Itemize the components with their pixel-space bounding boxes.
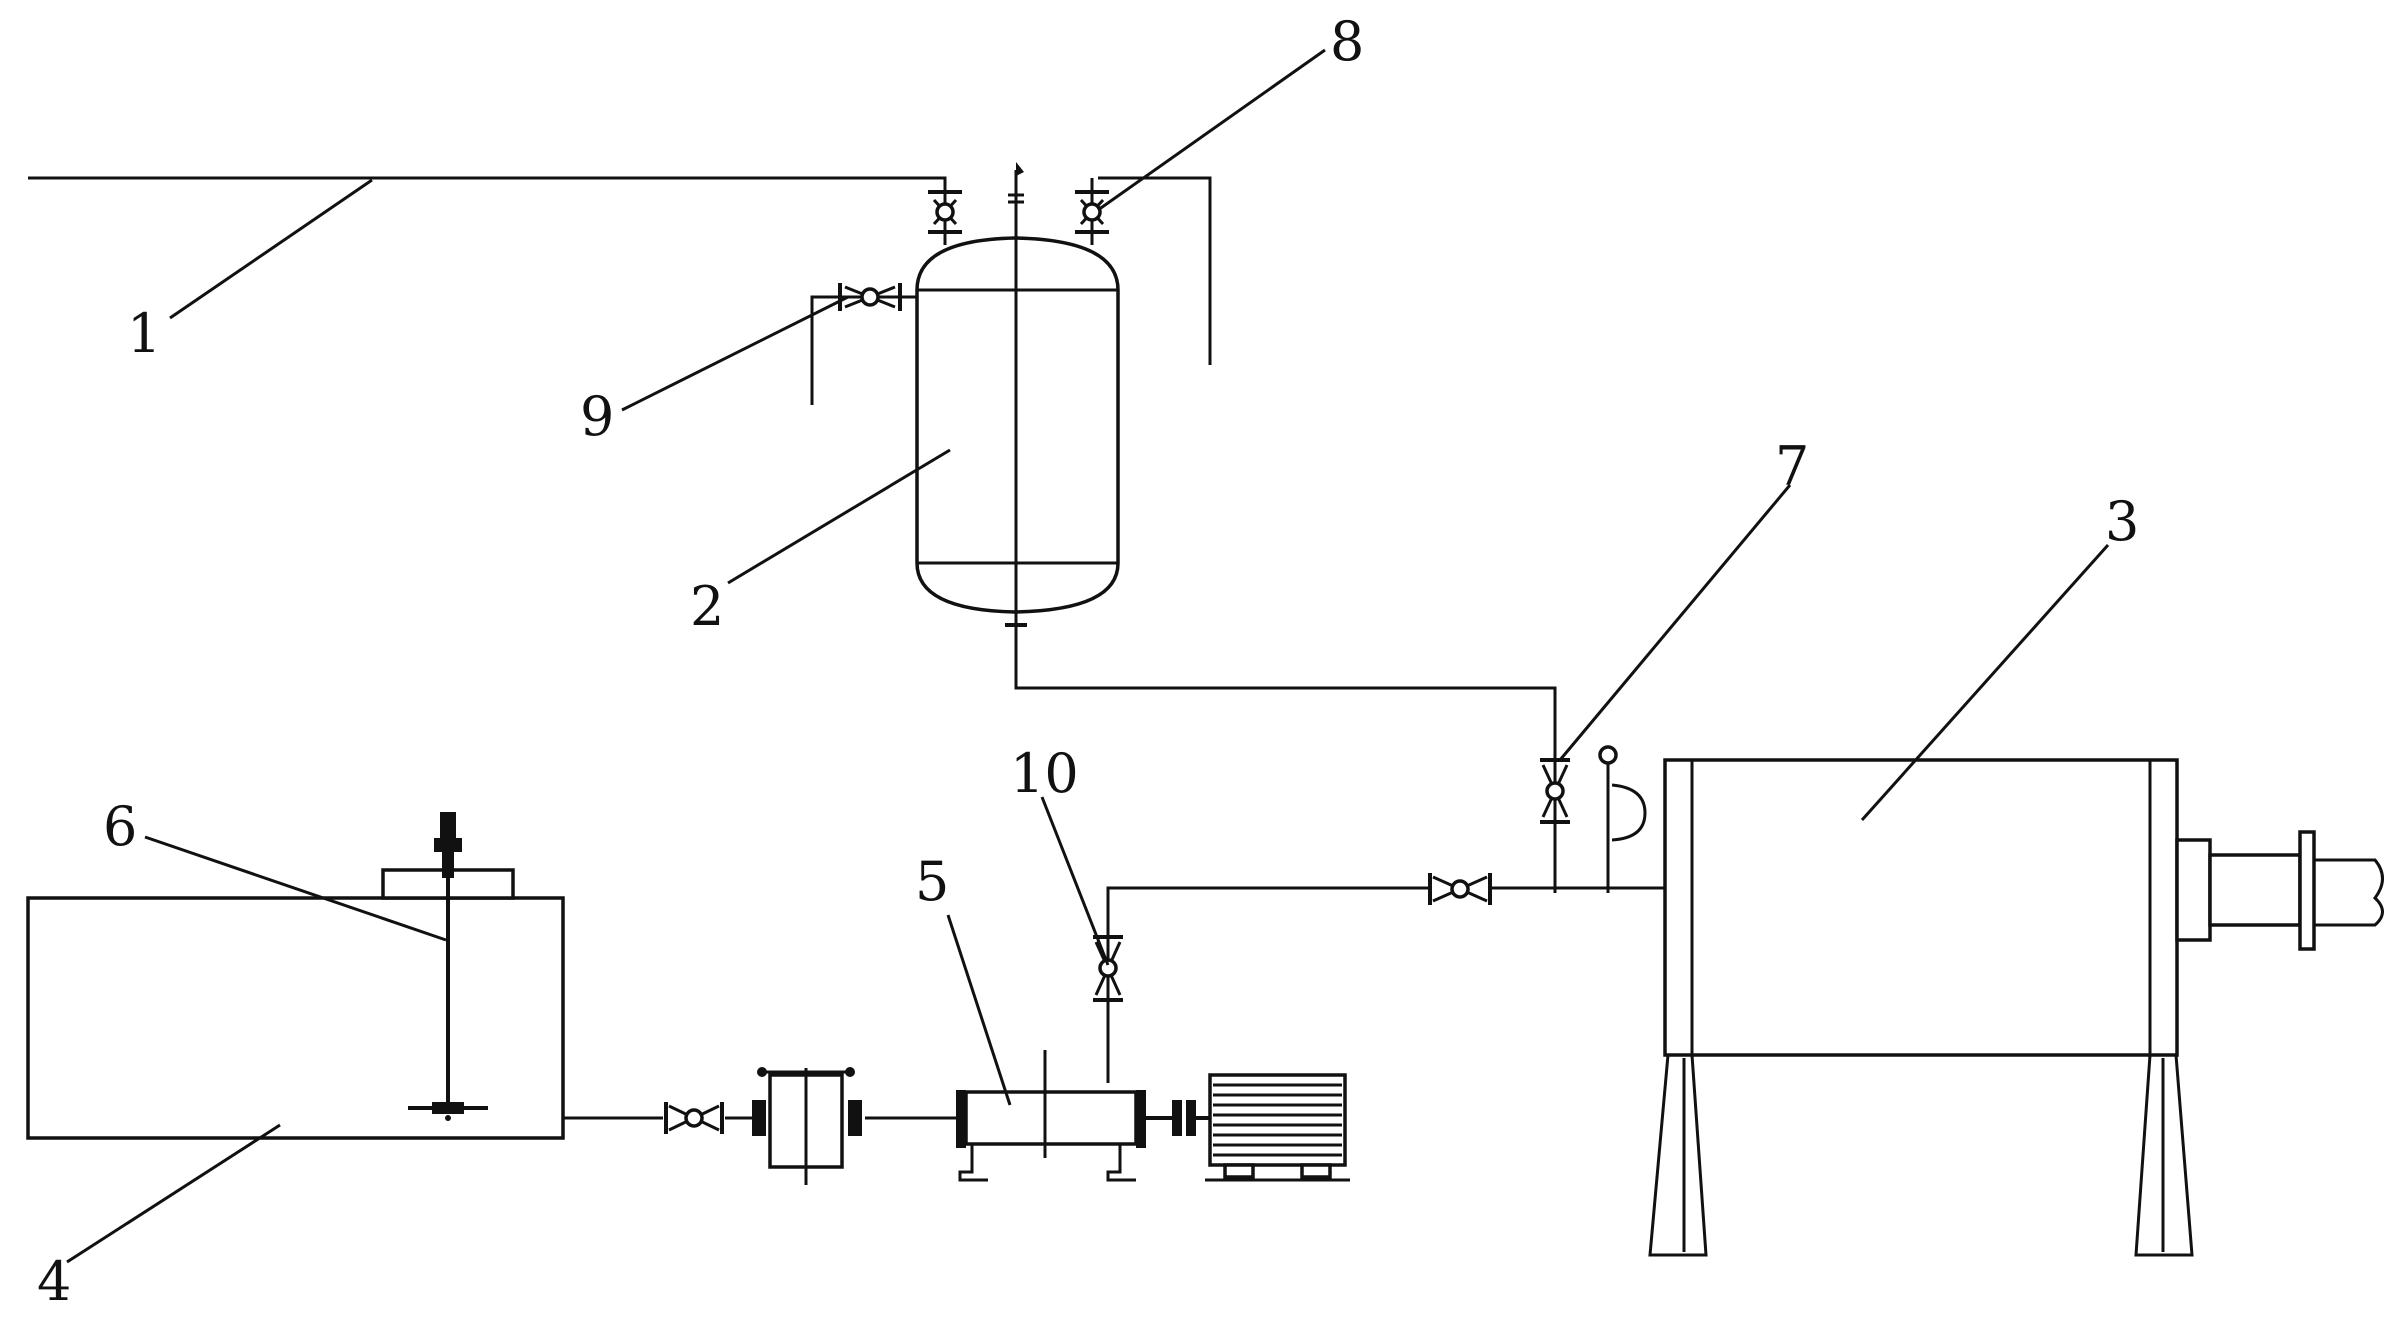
label-2: 2 <box>690 575 724 638</box>
feed-line <box>1106 886 1665 1083</box>
pump <box>956 1050 1210 1182</box>
supply-line <box>28 176 1212 365</box>
label-1: 1 <box>127 302 161 365</box>
drain-valve-9 <box>810 283 917 405</box>
label-6: 6 <box>103 795 137 858</box>
label-3: 3 <box>2105 490 2139 553</box>
ball-mill <box>1648 758 2384 1257</box>
label-4: 4 <box>37 1250 71 1313</box>
label-9: 9 <box>580 385 614 448</box>
pressure-gauge <box>1598 745 1647 893</box>
valve-10 <box>1093 935 1123 1002</box>
label-5: 5 <box>915 850 949 913</box>
inline-filter <box>752 1067 862 1185</box>
label-8: 8 <box>1330 10 1364 73</box>
tank-outlet-valve <box>664 1102 724 1134</box>
part-labels: 1 2 3 4 5 6 7 8 9 10 <box>37 10 2139 1313</box>
inlet-valve <box>928 190 962 245</box>
label-7: 7 <box>1775 435 1809 498</box>
label-10: 10 <box>1010 742 1079 805</box>
vent-valve-8 <box>1075 178 1109 245</box>
leader-lines <box>66 48 2110 1264</box>
feed-valve-7 <box>1540 758 1570 824</box>
motor <box>1205 1073 1350 1182</box>
inline-valve <box>1428 873 1492 905</box>
mixing-tank <box>26 812 565 1140</box>
